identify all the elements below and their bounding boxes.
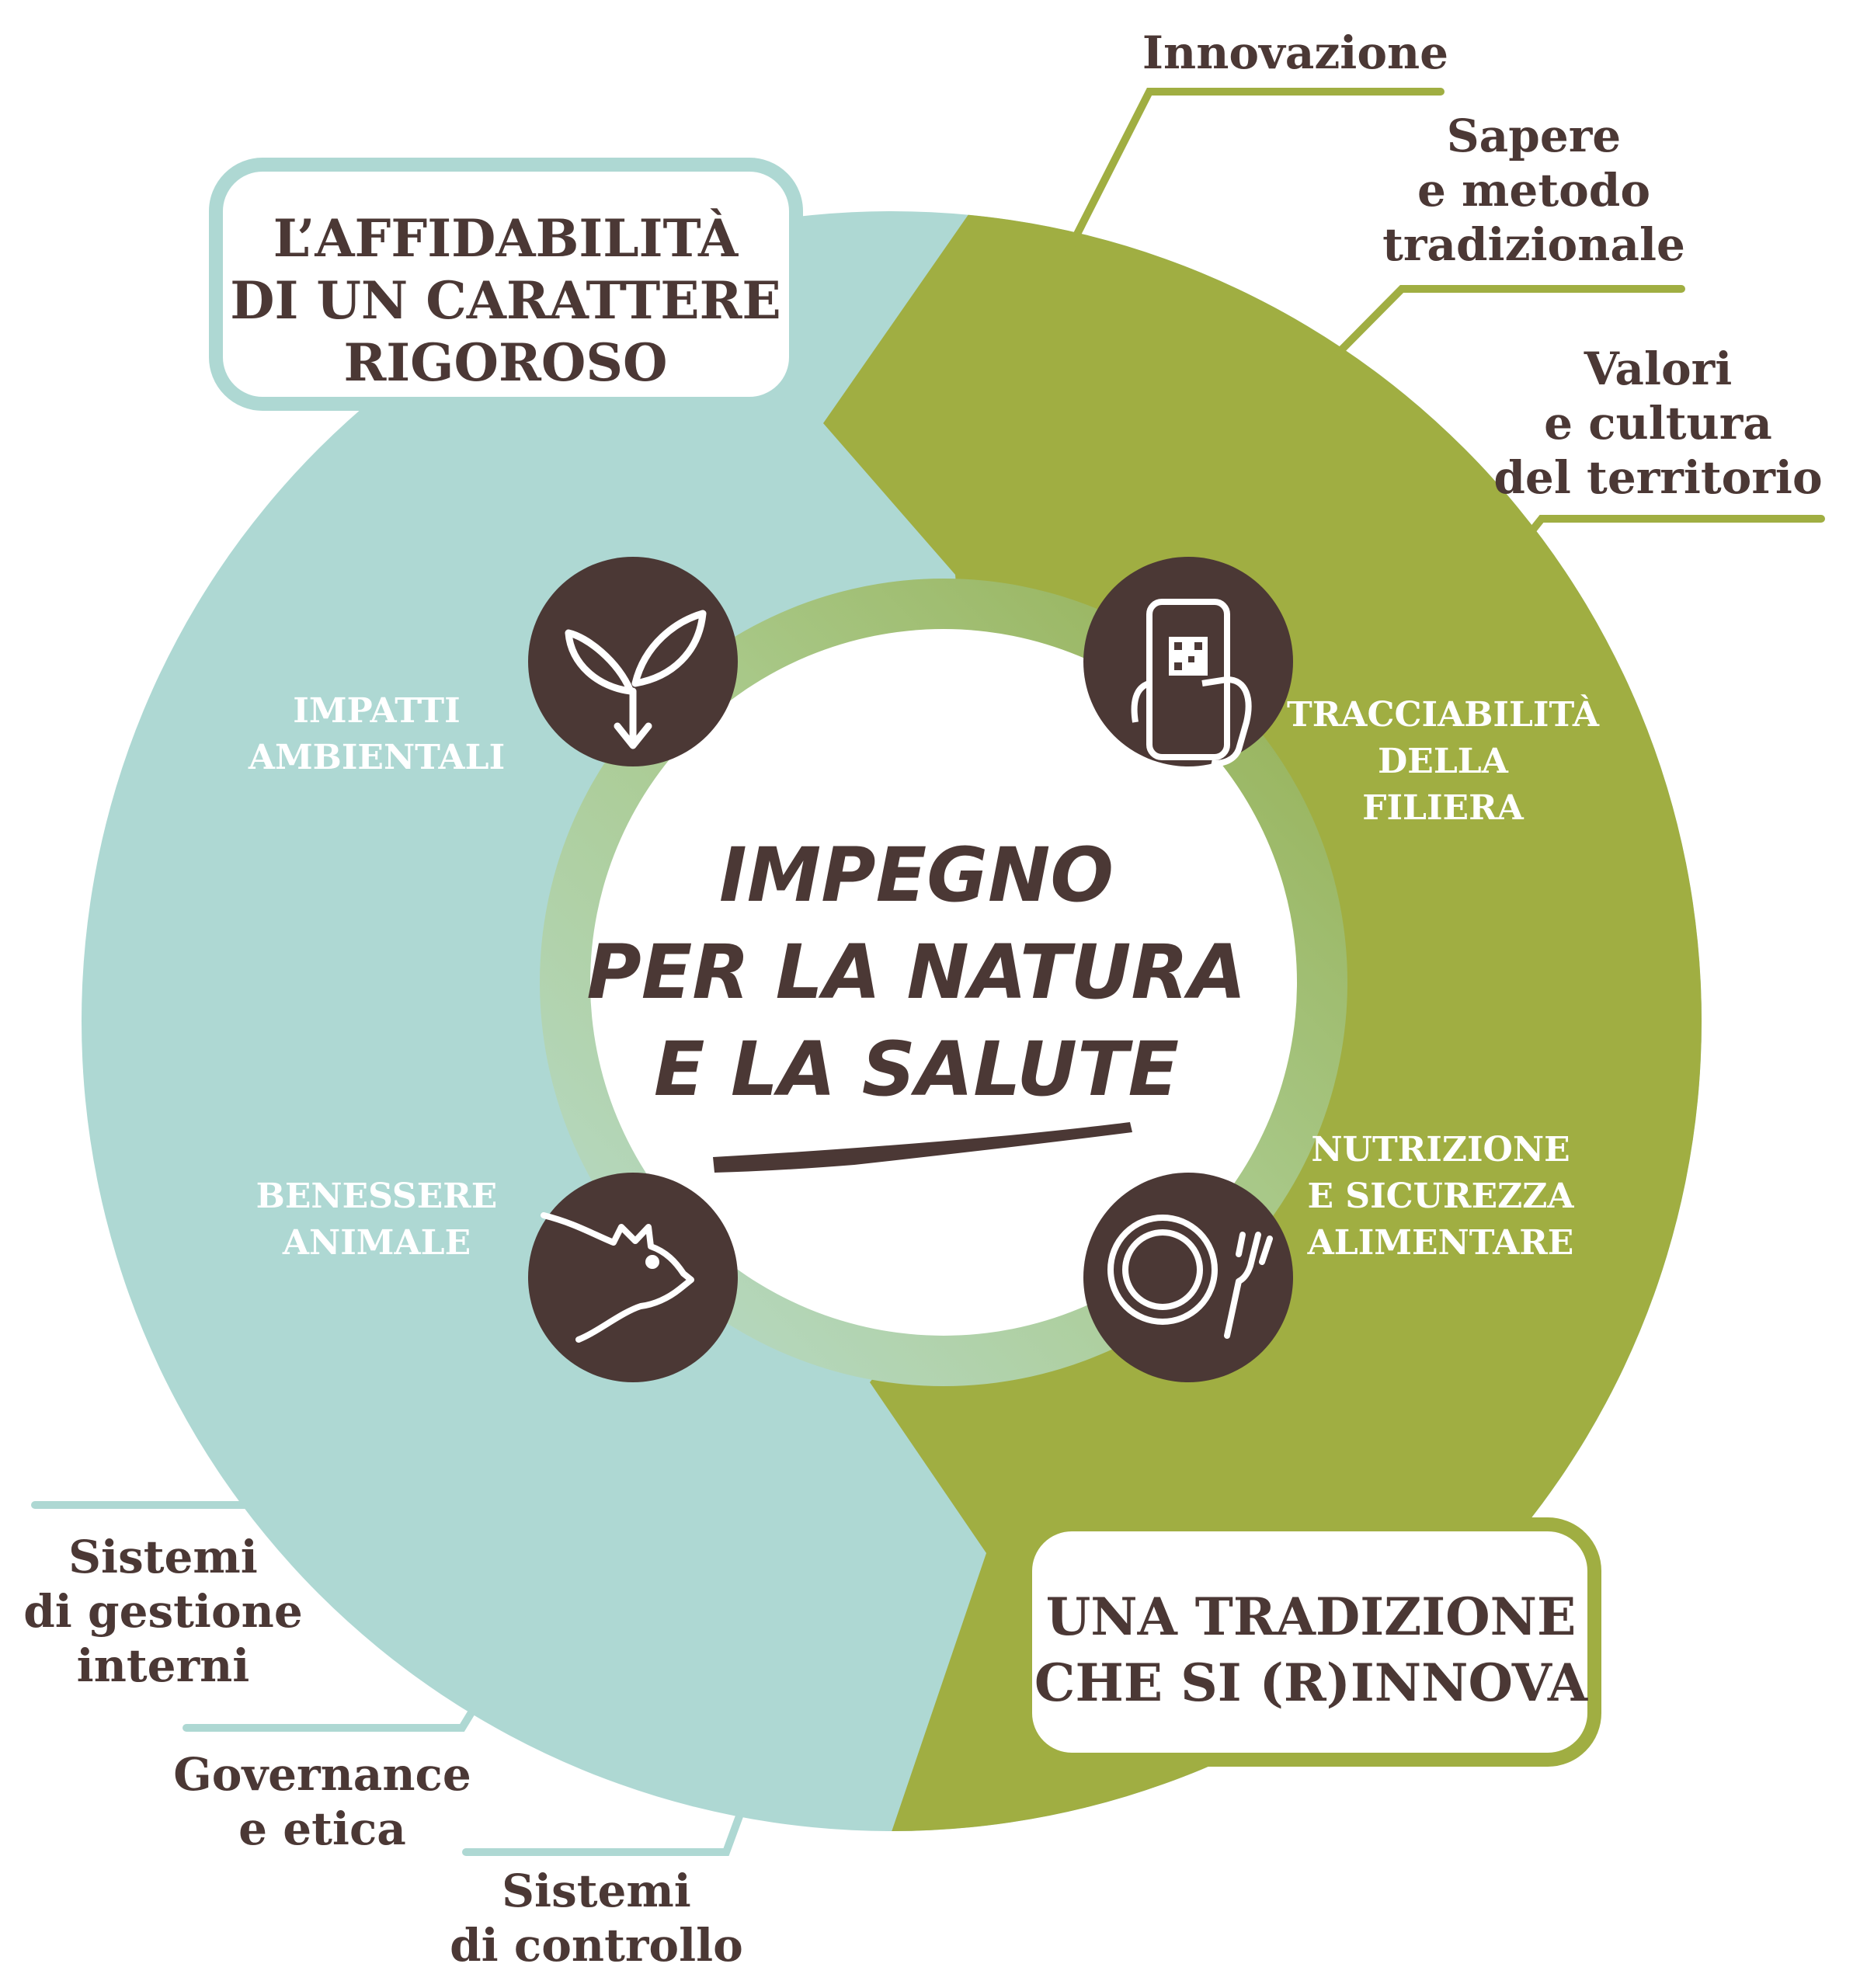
- left-box-line-1: L’AFFIDABILITÀ: [273, 208, 739, 269]
- pillar-tracciabilita: [1083, 557, 1293, 766]
- benessere-line-2: ANIMALE: [282, 1223, 471, 1263]
- sistemi-controllo-line-2: di controllo: [450, 1919, 743, 1972]
- leader-valori: [1511, 515, 1825, 557]
- valori-line-2: e cultura: [1544, 397, 1772, 450]
- sistemi-controllo-line-1: Sistemi: [502, 1865, 691, 1917]
- label-nutrizione: NUTRIZIONE E SICUREZZA ALIMENTARE: [1307, 1130, 1575, 1263]
- sprout-icon: [565, 610, 707, 749]
- tracciabilita-line-3: FILIERA: [1362, 788, 1524, 828]
- pillar-impatti: [528, 557, 738, 766]
- sistemi-gestione-line-3: interni: [77, 1639, 250, 1692]
- left-leader-lines: [31, 1444, 781, 1856]
- pig-icon: [541, 1212, 694, 1343]
- sistemi-gestione-line-1: Sistemi: [68, 1531, 258, 1583]
- center-title: IMPEGNO PER LA NATURA E LA SALUTE: [586, 832, 1246, 1173]
- impatti-line-1: IMPATTI: [293, 691, 460, 731]
- right-box-frame: [1018, 1517, 1601, 1767]
- label-tracciabilita: TRACCIABILITÀ DELLA FILIERA: [1287, 693, 1600, 828]
- nutrizione-line-3: ALIMENTARE: [1307, 1223, 1574, 1263]
- right-box-line-1: UNA TRADIZIONE: [1046, 1587, 1577, 1647]
- center-line-2: PER LA NATURA: [586, 929, 1246, 1016]
- sapere-line-1: Sapere: [1447, 109, 1621, 162]
- pillar-nutrizione: [1083, 1173, 1293, 1382]
- left-box-frame: [209, 158, 803, 411]
- pillar-benessere: [528, 1173, 738, 1382]
- label-benessere: BENESSERE ANIMALE: [256, 1176, 498, 1263]
- nutrizione-icon-circle: [1083, 1173, 1293, 1382]
- impatti-icon-circle: [528, 557, 738, 766]
- leader-sapere: [1324, 285, 1685, 367]
- tracciabilita-line-2: DELLA: [1378, 742, 1509, 781]
- sistemi-gestione-line-2: di gestione: [23, 1585, 302, 1638]
- right-callouts: Innovazione Sapere e metodo tradizionale…: [1142, 26, 1823, 504]
- governance-line-1: Governance: [173, 1748, 471, 1801]
- right-box: UNA TRADIZIONE CHE SI (R)INNOVA: [1018, 1517, 1601, 1767]
- nutrizione-line-1: NUTRIZIONE: [1311, 1130, 1570, 1170]
- left-callouts: Sistemi di gestione interni Governance e…: [23, 1531, 743, 1972]
- sapere-line-2: e metodo: [1417, 164, 1650, 217]
- leader-innovazione: [1064, 88, 1445, 256]
- leader-sistemi-gestione: [31, 1444, 338, 1509]
- left-box-line-2: DI UN CARATTERE: [230, 270, 781, 331]
- sapere-line-3: tradizionale: [1382, 218, 1685, 271]
- right-leader-lines: [1064, 88, 1825, 557]
- nutrizione-line-2: E SICUREZZA: [1307, 1176, 1574, 1216]
- benessere-line-1: BENESSERE: [256, 1176, 498, 1216]
- innovazione-line-1: Innovazione: [1142, 26, 1448, 79]
- valori-line-1: Valori: [1584, 342, 1733, 395]
- leader-governance: [183, 1615, 532, 1732]
- center-line-1: IMPEGNO: [719, 832, 1114, 919]
- left-box: L’AFFIDABILITÀ DI UN CARATTERE RIGOROSO: [209, 158, 803, 411]
- plate-fork-icon: [1107, 1215, 1273, 1339]
- brush-underline: [713, 1122, 1132, 1173]
- governance-line-2: e etica: [238, 1802, 406, 1855]
- smartphone-qr-icon: [1131, 599, 1252, 766]
- tracciabilita-line-1: TRACCIABILITÀ: [1287, 693, 1600, 735]
- benessere-icon-circle: [528, 1173, 738, 1382]
- center-line-3: E LA SALUTE: [654, 1026, 1179, 1113]
- right-box-line-2: CHE SI (R)INNOVA: [1034, 1653, 1588, 1713]
- label-impatti: IMPATTI AMBIENTALI: [248, 691, 505, 777]
- valori-line-3: del territorio: [1493, 451, 1822, 504]
- impatti-line-2: AMBIENTALI: [248, 738, 505, 777]
- leader-sistemi-controllo: [462, 1711, 781, 1856]
- left-box-line-3: RIGOROSO: [343, 332, 667, 393]
